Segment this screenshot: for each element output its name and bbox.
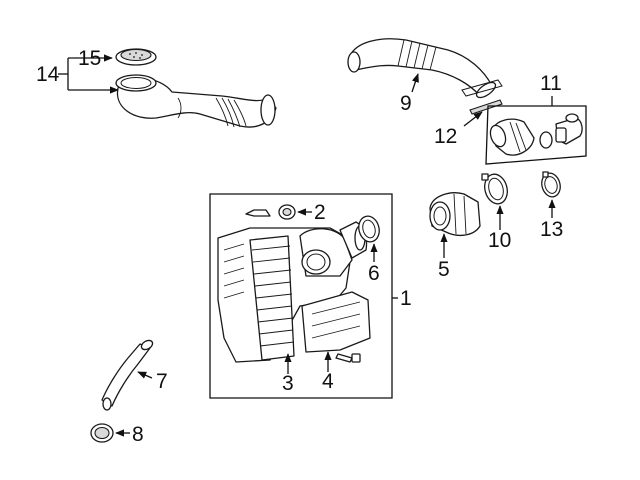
- lower-cover: [301, 291, 371, 353]
- air-cleaner-assembly: [217, 221, 368, 363]
- tube-clamp-8: [90, 423, 114, 443]
- callout-3: 3: [282, 372, 294, 395]
- callout-5: 5: [438, 258, 450, 281]
- drain-tube: [101, 339, 154, 411]
- callout-labels: 14 15 2 1 3 4 6 5 10 13 11 9 12 7 8: [36, 47, 563, 446]
- callout-2: 2: [314, 201, 326, 224]
- callout-8: 8: [132, 423, 144, 446]
- hose-clamp-13: [541, 171, 561, 198]
- leader-lines: [58, 54, 556, 437]
- filter-ribs: [251, 245, 295, 347]
- callout-7: 7: [156, 370, 168, 393]
- gasket-ring: [469, 99, 503, 115]
- bolt: [335, 353, 361, 363]
- hose-clamp-10: [481, 173, 508, 205]
- air-hose-upper: [347, 38, 503, 99]
- airflow-sensor: [489, 113, 583, 156]
- intake-duct-upper: [115, 74, 277, 128]
- callout-14: 14: [36, 63, 60, 86]
- clip-part-2: [245, 209, 271, 217]
- callout-12: 12: [434, 125, 457, 148]
- seal-ring-6: [358, 215, 380, 243]
- sensor-assembly-box: [485, 105, 587, 165]
- air-cleaner-box: [209, 193, 393, 399]
- filter-cap: [115, 48, 157, 66]
- callout-4: 4: [322, 370, 334, 393]
- callout-1: 1: [400, 287, 412, 310]
- callout-15: 15: [78, 47, 101, 70]
- callout-13: 13: [540, 218, 563, 241]
- duct-adapter: [429, 192, 481, 237]
- callout-9: 9: [400, 92, 412, 115]
- callout-11: 11: [540, 72, 562, 95]
- callout-6: 6: [368, 262, 380, 285]
- callout-10: 10: [488, 229, 511, 252]
- grommet-part-2: [278, 204, 296, 220]
